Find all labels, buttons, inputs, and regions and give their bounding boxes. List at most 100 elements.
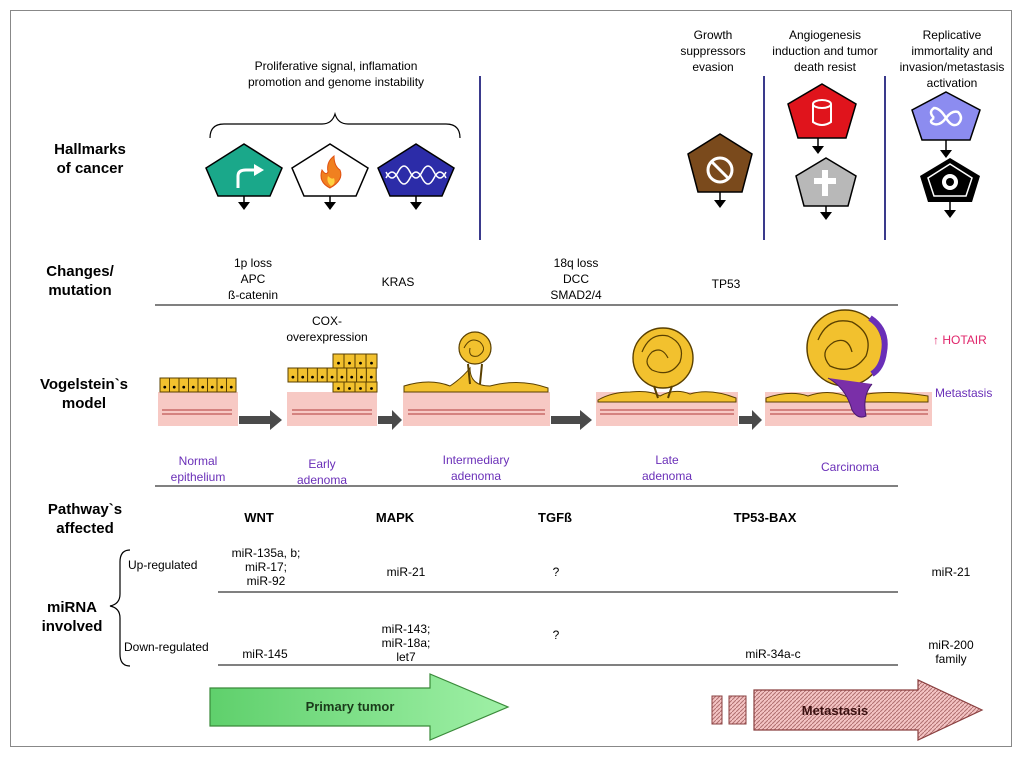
stage-label-intermediary: Intermediary adenoma (442, 453, 510, 483)
mirna-down-tp53: miR-34a-c (745, 647, 801, 661)
mirna-down-wnt: miR-145 (242, 647, 288, 661)
pathway-wnt: WNT (244, 510, 274, 525)
early-cell-row2 (343, 353, 356, 369)
stage-label-carcinoma: Carcinoma (820, 460, 880, 474)
normal-cell-nucleus (201, 385, 205, 389)
early-cell-row1 (346, 367, 358, 383)
early-cell-row3-nucleus (359, 387, 362, 390)
angiogenesis-label: Angiogenesis induction and tumor death r… (772, 28, 878, 74)
early-cell-row1 (356, 367, 367, 383)
early-cell-row1 (297, 367, 309, 383)
early-cell-row3 (343, 381, 356, 393)
proliferative-signal-icon (205, 143, 283, 210)
primary-tumor-arrow (209, 673, 510, 741)
stage-label-normal: Normal epithelium (170, 454, 226, 484)
invasion-metastasis-icon (920, 158, 980, 218)
normal-cell-nucleus (182, 385, 186, 389)
early-cell-row1-nucleus (360, 375, 363, 379)
early-cell-row3 (332, 381, 345, 393)
early-cell-row3 (354, 381, 367, 393)
mirna-down-mapk: miR-143; miR-18a; let7 (381, 622, 431, 664)
hallmarks-group-brace (209, 111, 461, 139)
angiogenesis-icon (787, 83, 857, 154)
changes-row-label: Changes/ mutation (46, 263, 114, 299)
normal-cell (169, 377, 180, 393)
normal-cell (188, 377, 199, 393)
mirna-down-tgf: ? (552, 628, 560, 642)
stage-early-adenoma-graphic (287, 353, 378, 426)
metastasis-arrow (711, 679, 984, 741)
inflammation-flame-icon (291, 143, 369, 210)
metastasis-side-label: Metastasis (935, 386, 993, 400)
early-cell-row3 (365, 381, 378, 393)
replicative-label: Replicative immortality and invasion/met… (899, 28, 1005, 90)
stage-intermediary-adenoma-graphic (403, 331, 550, 426)
genome-instability-icon (377, 143, 455, 210)
early-cell-row1 (307, 367, 318, 383)
normal-cell-nucleus (163, 385, 167, 389)
normal-cell-nucleus (172, 385, 176, 389)
stage-normal-epithelium-graphic (158, 377, 238, 426)
normal-cell (197, 377, 208, 393)
normal-cell (178, 377, 189, 393)
mirna-down-meta: miR-200 family (928, 638, 974, 666)
early-cell-row1-nucleus (311, 375, 314, 379)
figure-frame (10, 10, 1012, 747)
stage-late-adenoma-graphic (596, 327, 738, 426)
metastasis-arrow-label: Metastasis (801, 703, 869, 718)
death-resist-icon (795, 157, 857, 220)
early-cell-row2-nucleus (337, 361, 340, 365)
pathway-tp53-bax: TP53-BAX (733, 510, 797, 525)
early-cell-row2-nucleus (359, 361, 362, 365)
early-cell-row1-nucleus (350, 375, 354, 379)
separator-line-2 (763, 76, 765, 240)
pathway-tgfb: TGFß (538, 510, 572, 525)
normal-cell-nucleus (229, 385, 233, 389)
mirna-up-tgf: ? (552, 565, 560, 579)
hotair-label: ↑ HOTAIR (933, 333, 987, 347)
stage-label-late: Late adenoma (641, 453, 693, 483)
growth-suppressor-evasion-icon (687, 133, 753, 208)
normal-cell-nucleus (191, 385, 195, 389)
pathways-row-label: Pathway`s affected (47, 501, 123, 537)
progression-arrows (239, 410, 762, 430)
early-cell-row1-nucleus (340, 375, 344, 379)
early-cell-row1-nucleus (301, 375, 305, 379)
early-cell-row1 (336, 367, 348, 383)
mirna-up-meta: miR-21 (931, 565, 971, 579)
early-cell-row1 (326, 367, 338, 383)
early-cell-row1-nucleus (330, 375, 334, 379)
early-cell-row1 (287, 367, 299, 383)
changes-kras: KRAS (381, 275, 415, 289)
stage-label-early: Early adenoma (296, 457, 348, 487)
replicative-immortality-icon (911, 91, 981, 158)
stage-carcinoma-graphic (765, 309, 932, 426)
early-cell-row2-nucleus (370, 361, 373, 365)
normal-cell (159, 377, 170, 393)
early-cell-row3-nucleus (348, 387, 351, 390)
early-cell-row1-nucleus (291, 375, 295, 379)
hallmarks-row-label: Hallmarks of cancer (54, 141, 126, 177)
early-cell-row3-nucleus (370, 387, 373, 390)
changes-tp53: TP53 (711, 277, 741, 291)
early-cell-row2 (354, 353, 367, 369)
normal-cell-nucleus (210, 385, 214, 389)
vogelstein-row-label: Vogelstein`s model (39, 376, 129, 412)
normal-cell (216, 377, 227, 393)
early-cell-row2 (332, 353, 345, 369)
mirna-up-mapk: miR-21 (386, 565, 426, 579)
normal-cell (207, 377, 218, 393)
proliferative-group-label: Proliferative signal, inflamation promot… (247, 59, 425, 89)
changes-col1: 1p loss APC ß-catenin (227, 256, 279, 302)
primary-tumor-label: Primary tumor (305, 699, 395, 714)
mirna-brace (109, 549, 131, 667)
mirna-up-wnt: miR-135a, b; miR-17; miR-92 (231, 546, 301, 588)
normal-cell-nucleus (220, 385, 224, 389)
cox-overexpression-label: COX- overexpression (286, 314, 368, 344)
separator-line-3 (884, 76, 886, 240)
growth-suppressors-label: Growth suppressors evasion (680, 28, 746, 74)
pathway-mapk: MAPK (375, 510, 415, 525)
separator-line-1 (479, 76, 481, 240)
up-regulated-label: Up-regulated (128, 558, 198, 572)
